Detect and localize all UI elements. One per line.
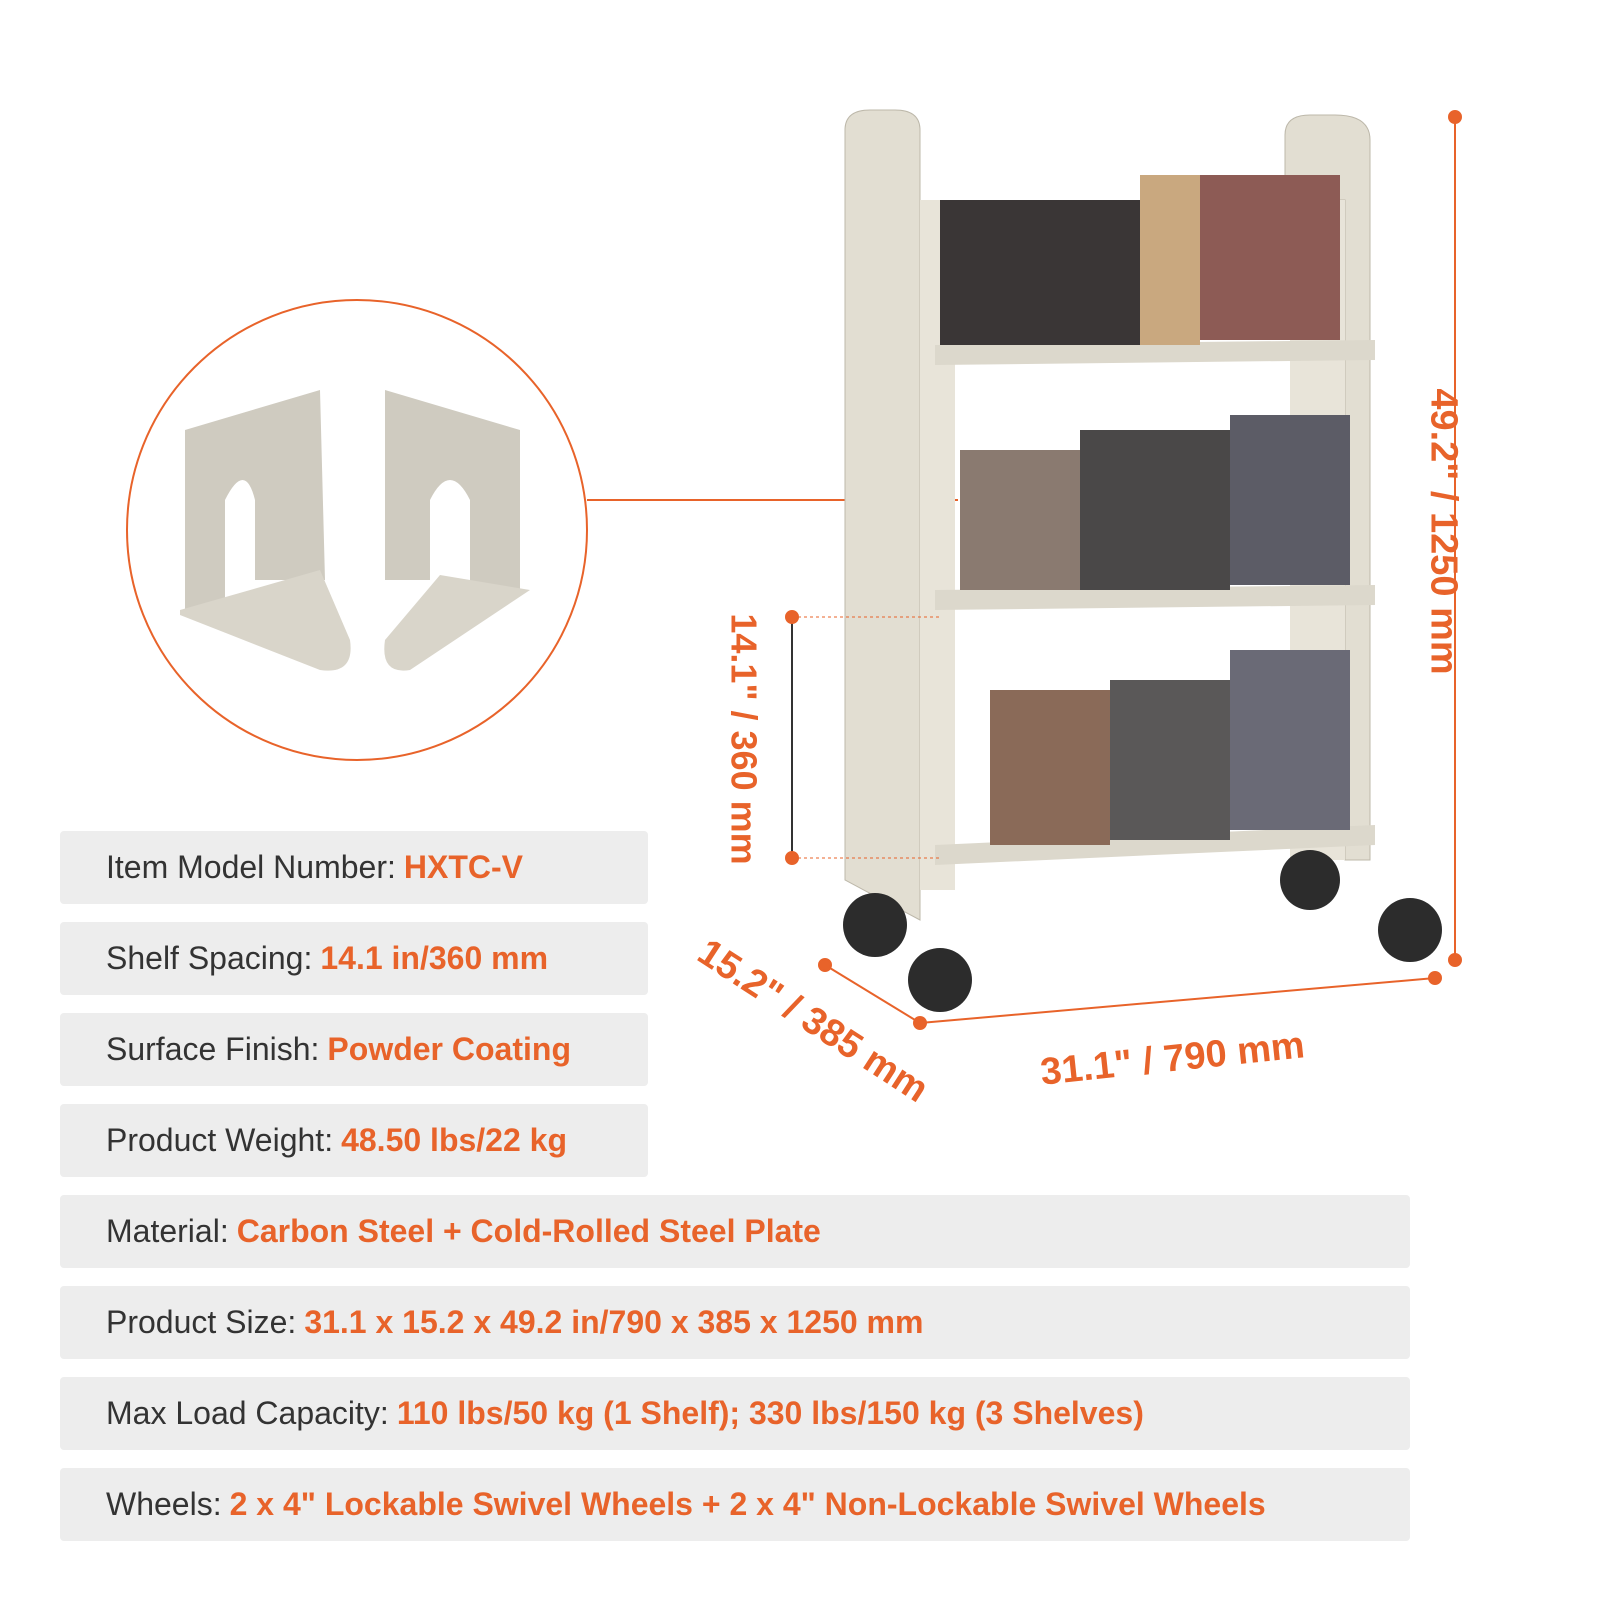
spec-value: 2 x 4" Lockable Swivel Wheels + 2 x 4" N…	[229, 1486, 1266, 1522]
height-dimension-label: 49.2" / 1250 mm	[1422, 388, 1465, 675]
spec-model-number: Item Model Number:HXTC-V	[60, 831, 648, 904]
spec-label: Shelf Spacing:	[106, 940, 313, 976]
books-middle-shelf	[960, 415, 1350, 590]
spec-label: Max Load Capacity:	[106, 1395, 389, 1431]
spec-product-weight: Product Weight:48.50 lbs/22 kg	[60, 1104, 648, 1177]
spec-label: Product Size:	[106, 1304, 297, 1340]
spec-value: 110 lbs/50 kg (1 Shelf); 330 lbs/150 kg …	[396, 1395, 1144, 1431]
books-top-shelf	[940, 175, 1340, 345]
wheels	[843, 850, 1442, 1012]
spec-shelf-spacing: Shelf Spacing:14.1 in/360 mm	[60, 922, 648, 995]
spec-max-load: Max Load Capacity:110 lbs/50 kg (1 Shelf…	[60, 1377, 1410, 1450]
spec-label: Material:	[106, 1213, 229, 1249]
spec-label: Product Weight:	[106, 1122, 334, 1158]
books-bottom-shelf	[990, 650, 1350, 845]
spec-label: Item Model Number:	[106, 849, 396, 885]
spec-value: 31.1 x 15.2 x 49.2 in/790 x 385 x 1250 m…	[304, 1304, 924, 1340]
spec-value: 14.1 in/360 mm	[320, 940, 549, 976]
spec-product-size: Product Size:31.1 x 15.2 x 49.2 in/790 x…	[60, 1286, 1410, 1359]
spec-wheels: Wheels:2 x 4" Lockable Swivel Wheels + 2…	[60, 1468, 1410, 1541]
spec-value: 48.50 lbs/22 kg	[341, 1122, 567, 1158]
spec-value: Powder Coating	[327, 1031, 571, 1067]
spec-label: Wheels:	[106, 1486, 222, 1522]
spec-material: Material:Carbon Steel + Cold-Rolled Stee…	[60, 1195, 1410, 1268]
spec-value: HXTC-V	[403, 849, 523, 885]
book-cart	[843, 109, 1442, 1012]
bookend-detail	[126, 299, 958, 761]
dimension-lines	[785, 110, 1462, 1030]
spec-value: Carbon Steel + Cold-Rolled Steel Plate	[236, 1213, 821, 1249]
spec-label: Surface Finish:	[106, 1031, 320, 1067]
shelf-spacing-dimension-label: 14.1" / 360 mm	[723, 613, 765, 865]
spec-surface-finish: Surface Finish:Powder Coating	[60, 1013, 648, 1086]
